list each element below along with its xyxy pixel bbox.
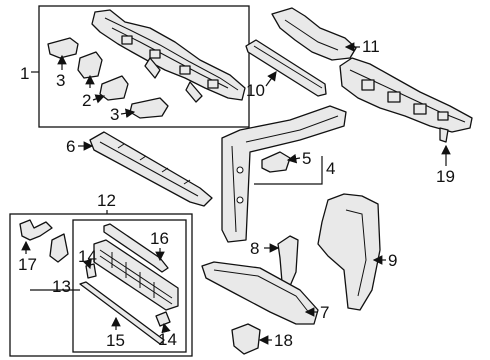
crossbar-6	[89, 131, 213, 207]
splash-shield-7	[201, 261, 319, 325]
bracket-3-upper	[47, 37, 79, 59]
callout-7: 7	[320, 303, 329, 322]
callout-6: 6	[66, 137, 75, 156]
leader-5	[286, 153, 301, 164]
callout-12: 12	[97, 191, 116, 210]
callout-17: 17	[18, 255, 37, 274]
sensor-17	[19, 219, 53, 241]
callout-3-lower: 3	[110, 105, 119, 124]
connector-18	[231, 323, 261, 355]
leader-14-left	[82, 258, 92, 270]
callout-16: 16	[150, 229, 169, 248]
callout-2: 2	[82, 91, 91, 110]
callout-1: 1	[20, 64, 29, 83]
bracket-2-upper	[77, 51, 103, 79]
bar-10	[245, 39, 327, 97]
group-box-12-inner	[72, 219, 187, 353]
callout-15: 15	[106, 331, 125, 350]
leader-10	[265, 71, 277, 87]
callout-8: 8	[250, 239, 259, 258]
callout-5: 5	[302, 149, 311, 168]
deflector-9	[317, 193, 381, 311]
bracket-5	[261, 151, 291, 173]
shutter-assembly	[93, 239, 179, 311]
seal-16	[103, 223, 169, 273]
bracket-8	[277, 235, 299, 287]
callout-18: 18	[274, 331, 293, 350]
upper-support-frame	[91, 9, 246, 103]
bracket-3-lower	[129, 97, 169, 119]
clip-14-right	[155, 311, 171, 327]
side-member-4	[221, 105, 347, 243]
cover-11	[271, 7, 357, 61]
callout-13: 13	[52, 277, 71, 296]
seal-15	[79, 281, 165, 345]
callout-9: 9	[388, 251, 397, 270]
callout-14-left: 14	[78, 247, 97, 266]
callout-3-upper: 3	[56, 71, 65, 90]
group-box-1	[38, 5, 250, 128]
callout-19: 19	[436, 167, 455, 186]
callout-11: 11	[362, 37, 380, 56]
leader-4-bracket	[254, 168, 323, 185]
callout-10: 10	[246, 81, 265, 100]
group-box-12	[9, 213, 193, 357]
leader-14-right	[161, 322, 171, 334]
bracket-2-lower	[99, 75, 129, 101]
bracket-12	[49, 233, 69, 263]
leader-2-a	[92, 94, 106, 104]
leader-3-lower	[120, 108, 136, 119]
callout-4: 4	[326, 159, 335, 178]
lock-support-19	[339, 57, 473, 143]
callout-14-right: 14	[158, 330, 177, 349]
clip-14-left	[85, 263, 97, 279]
